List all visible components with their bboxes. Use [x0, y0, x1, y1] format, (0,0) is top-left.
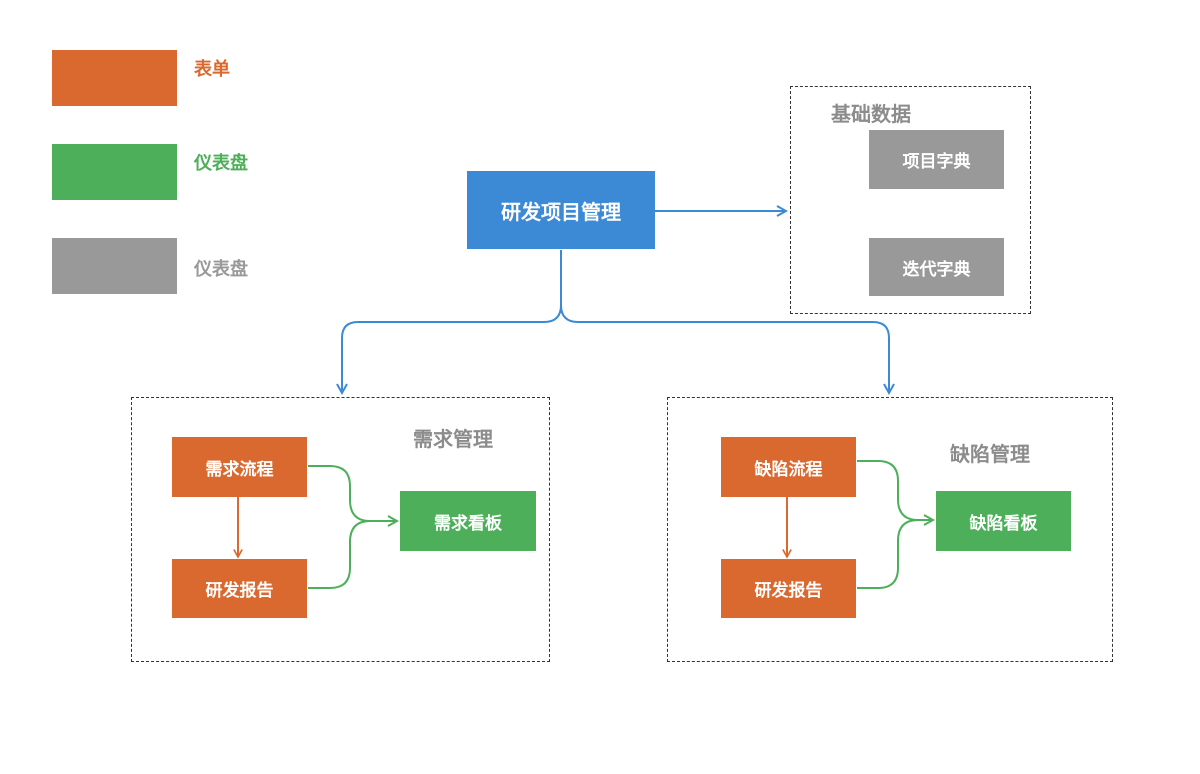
legend-swatch-dashboard [52, 144, 177, 200]
group-requirement [131, 397, 550, 662]
legend-swatch-basic [52, 238, 177, 294]
node-defect-board[interactable]: 缺陷看板 [936, 491, 1071, 551]
arrow-req-flow-to-board [308, 465, 397, 521]
node-requirement-board[interactable]: 需求看板 [400, 491, 536, 551]
group-defect [667, 397, 1113, 662]
group-basic-data-title: 基础数据 [831, 102, 911, 126]
root-node[interactable]: 研发项目管理 [467, 171, 655, 249]
node-requirement-report[interactable]: 研发报告 [172, 559, 307, 618]
node-iteration-dictionary[interactable]: 迭代字典 [869, 238, 1004, 296]
arrow-def-flow-to-board [857, 460, 933, 520]
group-requirement-title: 需求管理 [413, 427, 493, 451]
legend-label-form: 表单 [194, 59, 230, 80]
arrow-req-report-to-board [308, 520, 371, 589]
node-project-dictionary[interactable]: 项目字典 [869, 130, 1004, 189]
node-defect-flow[interactable]: 缺陷流程 [721, 437, 856, 497]
arrow-def-report-to-board [857, 519, 919, 589]
legend-label-dashboard: 仪表盘 [194, 153, 248, 174]
group-defect-title: 缺陷管理 [950, 442, 1030, 466]
legend-swatch-form [52, 50, 177, 106]
group-basic-data [790, 86, 1031, 314]
legend-label-basic: 仪表盘 [194, 259, 248, 280]
arrow-root-to-defect [560, 304, 889, 393]
arrow-root-to-requirement [342, 250, 562, 393]
node-defect-report[interactable]: 研发报告 [721, 559, 856, 618]
node-requirement-flow[interactable]: 需求流程 [172, 437, 307, 497]
